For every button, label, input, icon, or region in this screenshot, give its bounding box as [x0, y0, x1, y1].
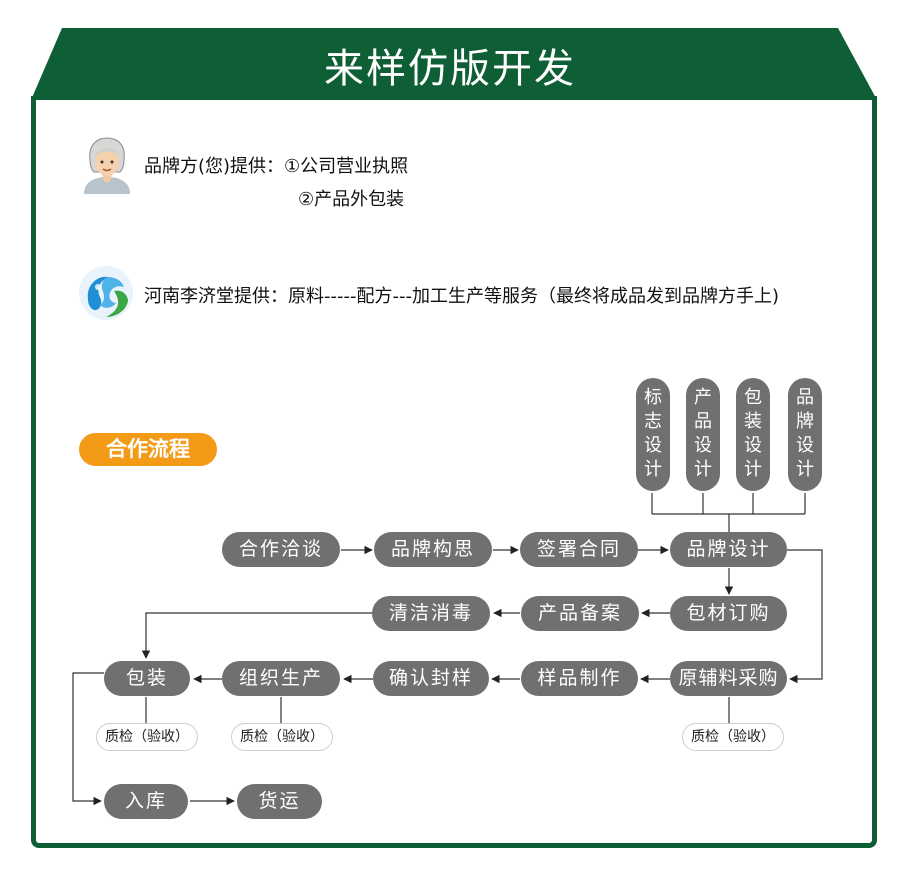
step-product-filing: 产品备案 — [521, 596, 639, 631]
section-tag-cooperation-process: 合作流程 — [79, 433, 217, 466]
page-title: 来样仿版开发 — [324, 46, 576, 92]
step-brand-concept: 品牌构思 — [374, 532, 492, 567]
brand-item-license: ①公司营业执照 — [284, 156, 409, 177]
qc-pack: 质检（验收） — [96, 723, 198, 751]
design-logo: 标志设计 — [636, 378, 670, 491]
step-warehouse: 入库 — [104, 784, 188, 819]
step-raw-material-purchase: 原辅料采购 — [670, 661, 787, 696]
step-confirm-sample: 确认封样 — [373, 661, 489, 696]
step-sign-contract: 签署合同 — [520, 532, 638, 567]
company-side-label: 河南李济堂提供：原料-----配方---加工生产等服务（最终将成品发到品牌方手上… — [144, 286, 779, 307]
step-clean-disinfect: 清洁消毒 — [372, 596, 490, 631]
design-product: 产品设计 — [686, 378, 720, 491]
step-packaging-order: 包材订购 — [670, 596, 787, 631]
qc-raw-material: 质检（验收） — [682, 723, 784, 751]
step-negotiate: 合作洽谈 — [222, 532, 340, 567]
content-frame — [31, 96, 877, 848]
step-production: 组织生产 — [222, 661, 340, 696]
brand-side-label: 品牌方(您)提供：①公司营业执照 — [144, 156, 409, 177]
brand-item-packaging: ②产品外包装 — [298, 189, 405, 210]
design-brand: 品牌设计 — [788, 378, 822, 491]
design-packaging: 包装设计 — [736, 378, 770, 491]
company-logo-icon — [79, 266, 133, 320]
step-sample-making: 样品制作 — [521, 661, 638, 696]
person-avatar-icon — [84, 137, 130, 194]
step-brand-design: 品牌设计 — [670, 532, 787, 567]
step-shipping: 货运 — [237, 784, 322, 819]
qc-production: 质检（验收） — [231, 723, 333, 751]
step-pack: 包装 — [104, 661, 190, 696]
title-banner — [31, 28, 877, 100]
